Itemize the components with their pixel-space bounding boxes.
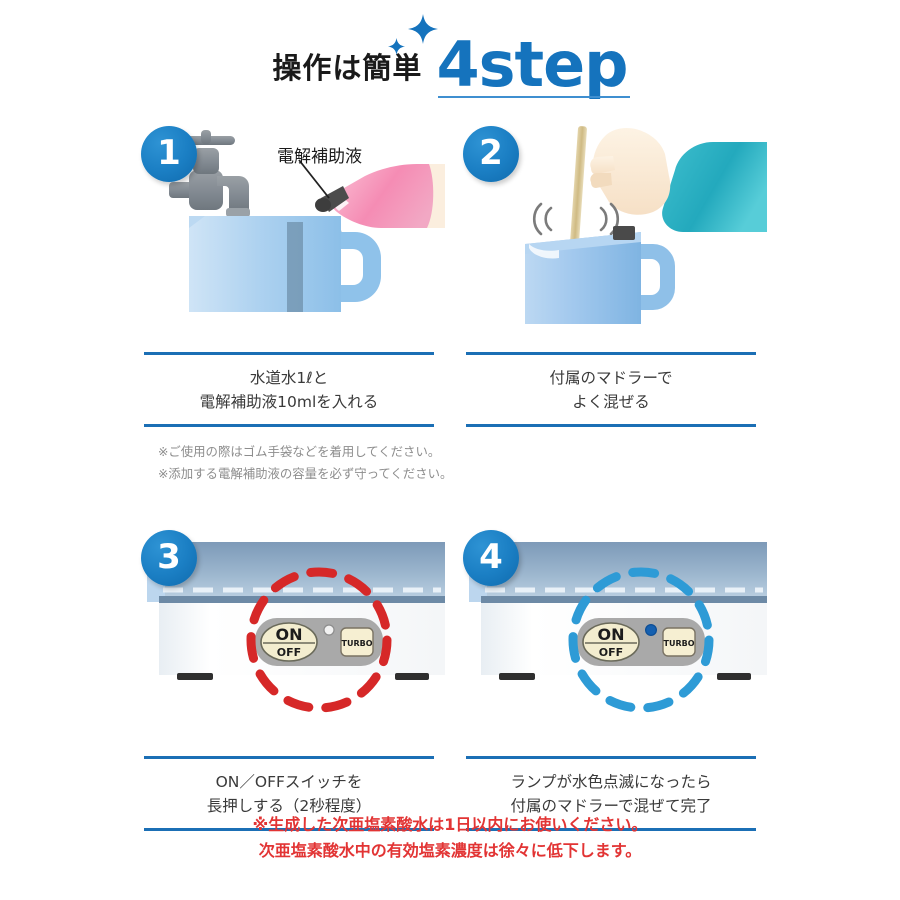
- step-4-caption-line2: 付属のマドラーで混ぜて完了: [510, 797, 712, 816]
- page-title-en-wrap: 4step: [388, 14, 630, 102]
- step-2-caption: 付属のマドラーで よく混ぜる: [455, 355, 767, 424]
- step-number-badge-1: 1: [141, 126, 197, 182]
- turbo-button: [662, 627, 696, 658]
- on-label: ON: [598, 625, 625, 644]
- usage-note-2: ※添加する電解補助液の容量を必ず守ってください。: [158, 465, 453, 481]
- step-4-caption-line1: ランプが水色点滅になったら: [510, 773, 712, 792]
- callout-label-electrolyte: 電解補助液: [277, 147, 362, 167]
- caption-rule-bottom-2: [466, 424, 756, 428]
- step-4-illustration: 4: [455, 524, 767, 756]
- step-1-caption-line2: 電解補助液10mlを入れる: [199, 393, 379, 412]
- sparkle-icon: [408, 14, 439, 45]
- appliance-scene-step3: ON OFF TURBO: [147, 542, 445, 713]
- turbo-label: TURBO: [341, 639, 372, 648]
- page-header: 操作は簡単 4step: [0, 14, 900, 113]
- motion-arcs-icon: [532, 202, 620, 236]
- caption-rule-top-4: [466, 756, 756, 760]
- appliance-foot-right: [717, 673, 751, 681]
- step-card-4: 4: [455, 524, 767, 832]
- step-number-badge-3: 3: [141, 530, 197, 587]
- usage-note-1: ※ご使用の際はゴム手袋などを着用してください。: [158, 444, 441, 460]
- lid-tab: [613, 226, 635, 240]
- steps-row-top: 1: [0, 120, 900, 428]
- caption-rule-bottom-4: [466, 828, 756, 832]
- appliance-foot-left: [177, 673, 213, 681]
- caption-rule-bottom-1: [144, 424, 434, 428]
- step-1-illustration: 1: [133, 120, 445, 352]
- step-1-caption: 水道水1ℓと 電解補助液10mlを入れる: [133, 355, 445, 424]
- usage-notes: ※ご使用の際はゴム手袋などを着用してください。 ※添加する電解補助液の容量を必ず…: [158, 441, 458, 484]
- control-panel: ON OFF TURBO: [255, 618, 383, 667]
- appliance-scene-step4: ON OFF TURBO: [469, 542, 767, 713]
- on-off-button: [260, 622, 318, 663]
- status-led-lit: [645, 624, 658, 637]
- step-2-illustration: 2: [455, 120, 767, 352]
- off-label: OFF: [599, 646, 623, 659]
- stirring-scene: [525, 126, 767, 324]
- footer-warning-line1: ※生成した次亜塩素酸水は1日以内にお使いください。: [252, 815, 648, 834]
- step-3-caption: ON／OFFスイッチを 長押しする（2秒程度）: [133, 759, 445, 828]
- header-inner: 操作は簡単 4step: [272, 14, 630, 102]
- highlight-circle-blue: [568, 567, 714, 713]
- caption-rule-bottom-3: [144, 828, 434, 832]
- step-card-1: 1: [133, 120, 445, 428]
- appliance-rim: [159, 596, 445, 604]
- step-2-caption-line2: よく混ぜる: [572, 393, 650, 412]
- turbo-button: [340, 627, 374, 658]
- footer-warning-line2: 次亜塩素酸水中の有効塩素濃度は徐々に低下します。: [258, 841, 642, 861]
- muddler-stick: [568, 126, 587, 274]
- step-2-caption-line1: 付属のマドラーで: [549, 369, 673, 387]
- steps-row-bottom: 3: [0, 524, 900, 832]
- step-3-caption-line2: 長押しする（2秒程度）: [206, 797, 372, 816]
- step-number-badge-2: 2: [463, 126, 519, 182]
- step-number-4: 4: [479, 537, 503, 578]
- control-panel: ON OFF TURBO: [577, 618, 705, 667]
- step-3-caption-line1: ON／OFFスイッチを: [215, 773, 363, 792]
- gloved-hand: [315, 164, 445, 228]
- pitcher-icon: [189, 216, 381, 312]
- hand-with-sleeve: [590, 128, 767, 232]
- status-led: [323, 624, 335, 637]
- caption-rule-top-1: [144, 352, 434, 355]
- highlight-circle-red: [246, 567, 392, 713]
- step-number-3: 3: [157, 537, 181, 578]
- on-label: ON: [276, 625, 303, 644]
- page-title-en: 4step: [436, 28, 628, 102]
- step-number-badge-4: 4: [463, 530, 519, 587]
- off-label: OFF: [277, 646, 301, 659]
- callout-leader-line: [298, 159, 330, 199]
- turbo-label: TURBO: [663, 639, 694, 648]
- page-title-jp: 操作は簡単: [272, 50, 423, 85]
- step-card-3: 3: [133, 524, 445, 832]
- footer-warning: ※生成した次亜塩素酸水は1日以内にお使いください。 次亜塩素酸水中の有効塩素濃度…: [0, 812, 900, 865]
- step-number-2: 2: [479, 133, 503, 173]
- caption-rule-top-2: [466, 352, 756, 355]
- step-number-1: 1: [157, 133, 181, 173]
- step-1-caption-line1: 水道水1ℓと: [249, 369, 329, 387]
- appliance-rim: [481, 596, 767, 604]
- steps-grid: 1: [0, 120, 900, 832]
- appliance-foot-right: [395, 673, 429, 681]
- caption-rule-top-3: [144, 756, 434, 760]
- step-3-illustration: 3: [133, 524, 445, 756]
- appliance-foot-left: [499, 673, 535, 681]
- step-card-2: 2: [455, 120, 767, 428]
- on-off-button: [582, 622, 640, 663]
- pitcher-icon: [525, 226, 675, 324]
- step-4-caption: ランプが水色点滅になったら 付属のマドラーで混ぜて完了: [455, 759, 767, 828]
- title-underline: [438, 95, 630, 98]
